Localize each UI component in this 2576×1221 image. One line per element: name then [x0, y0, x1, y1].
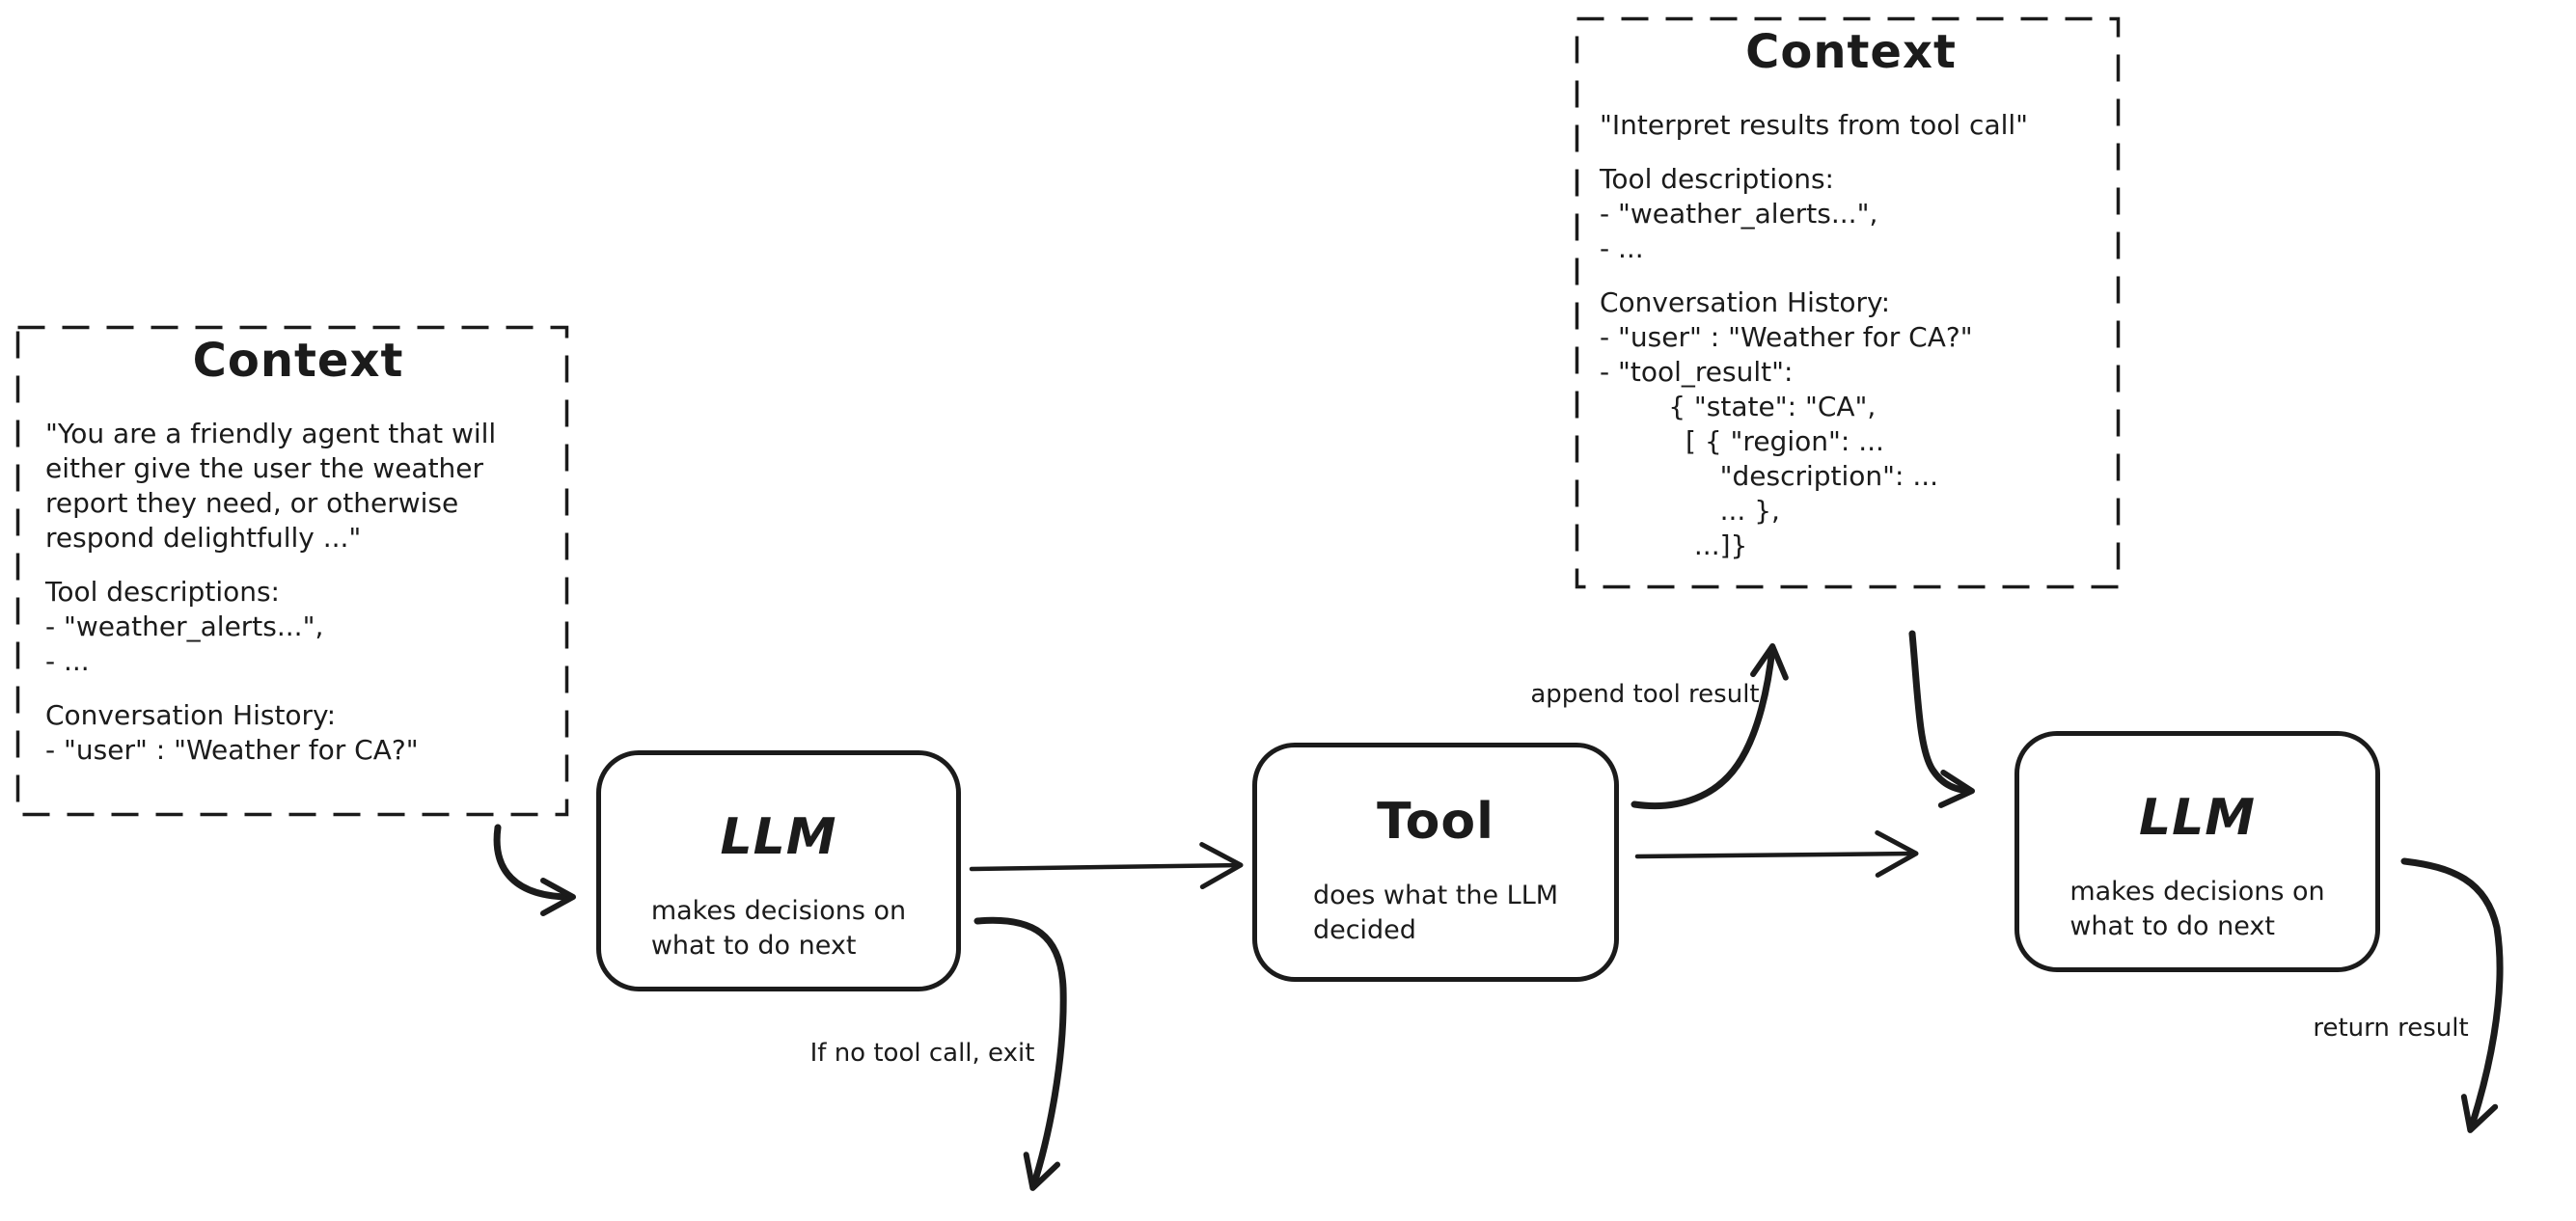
edge-label-append-tool-result: append tool result [1530, 680, 1760, 709]
context-top-right-system-prompt: "Interpret results from tool call" [1600, 109, 2029, 141]
context-box-top-right: Context "Interpret results from tool cal… [1576, 17, 2120, 588]
context-top-right-body: "Interpret results from tool call" Tool … [1600, 108, 2102, 563]
node-tool: Tool does what the LLM decided [1252, 743, 1619, 982]
node-tool-title: Tool [1377, 793, 1494, 851]
edge-label-if-no-tool-call-exit: If no tool call, exit [809, 1039, 1035, 1068]
context-left-body: "You are a friendly agent that will eith… [45, 417, 551, 768]
arrow-tool-to-context-append [1631, 643, 1789, 810]
node-llm-second: LLM makes decisions on what to do next [2014, 731, 2380, 972]
node-llm-first-subtitle: makes decisions on what to do next [650, 896, 907, 961]
context-box-left: Context "You are a friendly agent that w… [16, 326, 568, 816]
node-llm-second-title: LLM [2138, 789, 2256, 847]
node-llm-first-title: LLM [720, 808, 837, 866]
arrow-context-left-to-llm1 [493, 824, 576, 916]
node-llm-second-subtitle: makes decisions on what to do next [2069, 877, 2325, 941]
context-left-title: Context [192, 334, 404, 388]
node-llm-first: LLM makes decisions on what to do next [596, 750, 961, 991]
arrow-tool-to-llm2 [1634, 829, 1919, 878]
context-top-right-title: Context [1745, 25, 1957, 79]
arrow-llm1-to-tool [969, 842, 1244, 890]
arrow-llm2-return-result [2400, 857, 2504, 1133]
context-left-system-prompt: "You are a friendly agent that will eith… [45, 418, 497, 554]
context-left-tool-descriptions: Tool descriptions: - "weather_alerts..."… [45, 576, 324, 677]
context-left-conversation-history: Conversation History: - "user" : "Weathe… [45, 699, 419, 766]
arrow-context-to-llm2 [1908, 630, 1975, 808]
edge-label-return-result: return result [2313, 1014, 2469, 1043]
context-top-right-conversation-history: Conversation History: - "user" : "Weathe… [1600, 286, 1973, 561]
context-top-right-tool-descriptions: Tool descriptions: - "weather_alerts..."… [1600, 163, 1878, 264]
node-tool-subtitle: does what the LLM decided [1312, 881, 1559, 945]
